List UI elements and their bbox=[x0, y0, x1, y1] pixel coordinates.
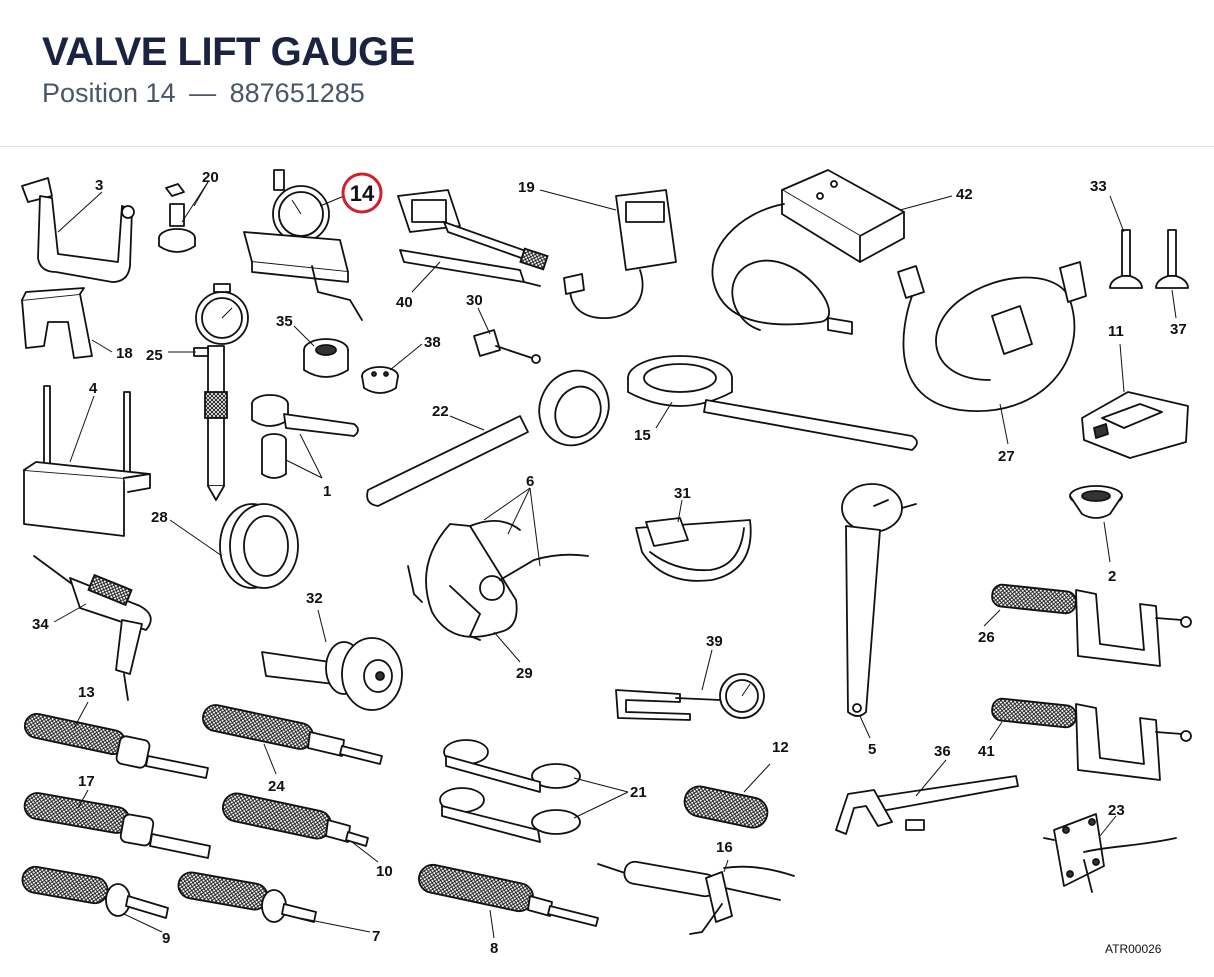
callout-18: 18 bbox=[116, 345, 133, 362]
tool-16-slide-hammer[interactable] bbox=[597, 860, 795, 935]
callout-2: 2 bbox=[1108, 568, 1116, 585]
tool-1-puller[interactable] bbox=[251, 394, 359, 479]
callout-11: 11 bbox=[1108, 323, 1124, 340]
tool-17-punch[interactable] bbox=[23, 791, 211, 859]
page-title: VALVE LIFT GAUGE bbox=[42, 30, 415, 74]
tool-37-valve[interactable] bbox=[1155, 229, 1189, 289]
tool-19-handheld-meter[interactable] bbox=[563, 189, 677, 319]
callout-10: 10 bbox=[376, 863, 393, 880]
tool-7-punch[interactable] bbox=[176, 870, 317, 923]
callout-23: 23 bbox=[1108, 802, 1125, 819]
callout-12: 12 bbox=[772, 739, 789, 756]
tool-34-air-wrench[interactable] bbox=[33, 555, 152, 701]
tool-8-punch[interactable] bbox=[416, 862, 599, 927]
tool-39-micrometer[interactable] bbox=[615, 673, 765, 721]
tool-31-half-disc[interactable] bbox=[635, 517, 752, 582]
callout-25: 25 bbox=[146, 347, 163, 364]
tool-5-pin-wrench[interactable] bbox=[841, 483, 917, 717]
callout-7: 7 bbox=[372, 928, 380, 945]
callout-27: 27 bbox=[998, 448, 1015, 465]
tool-32-adapter[interactable] bbox=[261, 637, 403, 711]
callout-40: 40 bbox=[396, 294, 413, 311]
callout-14: 14 bbox=[350, 181, 375, 206]
callout-31: 31 bbox=[674, 485, 691, 502]
callout-29: 29 bbox=[516, 665, 533, 682]
tool-41-bridge-puller[interactable] bbox=[991, 697, 1192, 781]
tool-27-sensor-cable[interactable] bbox=[897, 261, 1087, 412]
callout-14-ring bbox=[341, 172, 383, 214]
callout-6: 6 bbox=[526, 473, 534, 490]
header: VALVE LIFT GAUGE Position 14 — 887651285 bbox=[0, 0, 1214, 147]
tool-36-spanner[interactable] bbox=[835, 775, 1019, 835]
tool-35-socket[interactable] bbox=[303, 338, 349, 378]
subtitle: Position 14 — 887651285 bbox=[42, 78, 365, 109]
tool-12-sleeve[interactable] bbox=[682, 784, 770, 831]
callout-26: 26 bbox=[978, 629, 995, 646]
tool-13-punch[interactable] bbox=[23, 712, 209, 779]
tool-42-interface-box[interactable] bbox=[711, 169, 905, 335]
tool-20-holder[interactable] bbox=[158, 183, 196, 253]
tool-10-punch[interactable] bbox=[220, 791, 369, 847]
callout-8: 8 bbox=[490, 940, 498, 957]
tool-diagram: 3 20 14 40 19 bbox=[20, 169, 1192, 957]
tool-18-plate[interactable] bbox=[21, 287, 93, 359]
callout-13: 13 bbox=[78, 684, 95, 701]
callout-41: 41 bbox=[978, 743, 995, 760]
callout-1: 1 bbox=[323, 483, 331, 500]
callout-37: 37 bbox=[1170, 321, 1187, 338]
tool-25-dial-indicator[interactable] bbox=[193, 283, 249, 501]
tool-29-degree-wheel[interactable] bbox=[407, 520, 589, 641]
tool-2-socket[interactable] bbox=[1069, 485, 1123, 519]
tool-38-adapter[interactable] bbox=[361, 366, 399, 394]
tool-15-bearing-wrench[interactable] bbox=[627, 355, 918, 451]
callout-42: 42 bbox=[956, 186, 973, 203]
tool-30-pin[interactable] bbox=[473, 329, 541, 364]
callout-3: 3 bbox=[95, 177, 103, 194]
callout-28: 28 bbox=[151, 509, 168, 526]
callout-36: 36 bbox=[934, 743, 951, 760]
tool-40-gauge-bar[interactable] bbox=[397, 189, 549, 287]
tool-26-bridge-puller[interactable] bbox=[991, 583, 1192, 667]
tool-24-punch[interactable] bbox=[201, 703, 383, 765]
callout-39: 39 bbox=[706, 633, 723, 650]
callout-35: 35 bbox=[276, 313, 293, 330]
callout-34: 34 bbox=[32, 616, 49, 633]
separator: — bbox=[189, 78, 217, 108]
tool-22-ring-wrench[interactable] bbox=[366, 359, 621, 507]
tool-9-punch[interactable] bbox=[20, 865, 169, 919]
callout-21: 21 bbox=[630, 784, 647, 801]
part-number: 887651285 bbox=[229, 78, 365, 108]
drawing-code: ATR00026 bbox=[1105, 942, 1162, 956]
callout-22: 22 bbox=[432, 403, 449, 420]
tool-28-ring[interactable] bbox=[219, 503, 299, 589]
tool-4-stand[interactable] bbox=[23, 385, 151, 537]
tool-14-valve-lift-gauge[interactable] bbox=[243, 169, 363, 321]
callout-15: 15 bbox=[634, 427, 651, 444]
callout-19: 19 bbox=[518, 179, 535, 196]
tool-3-lever[interactable] bbox=[21, 177, 135, 283]
callout-32: 32 bbox=[306, 590, 323, 607]
callout-24: 24 bbox=[268, 778, 285, 795]
callout-16: 16 bbox=[716, 839, 733, 856]
callout-9: 9 bbox=[162, 930, 170, 947]
callout-4: 4 bbox=[89, 380, 98, 397]
callout-30: 30 bbox=[466, 292, 483, 309]
callout-38: 38 bbox=[424, 334, 441, 351]
callout-5: 5 bbox=[868, 741, 876, 758]
tool-11-bracket[interactable] bbox=[1081, 391, 1189, 459]
position-label: Position 14 bbox=[42, 78, 176, 108]
callout-17: 17 bbox=[78, 773, 95, 790]
callout-33: 33 bbox=[1090, 178, 1107, 195]
tool-21-links[interactable] bbox=[439, 739, 581, 843]
tool-33-valve[interactable] bbox=[1109, 229, 1143, 289]
tool-23-lever-plate[interactable] bbox=[1043, 813, 1177, 893]
callout-20: 20 bbox=[202, 169, 219, 186]
